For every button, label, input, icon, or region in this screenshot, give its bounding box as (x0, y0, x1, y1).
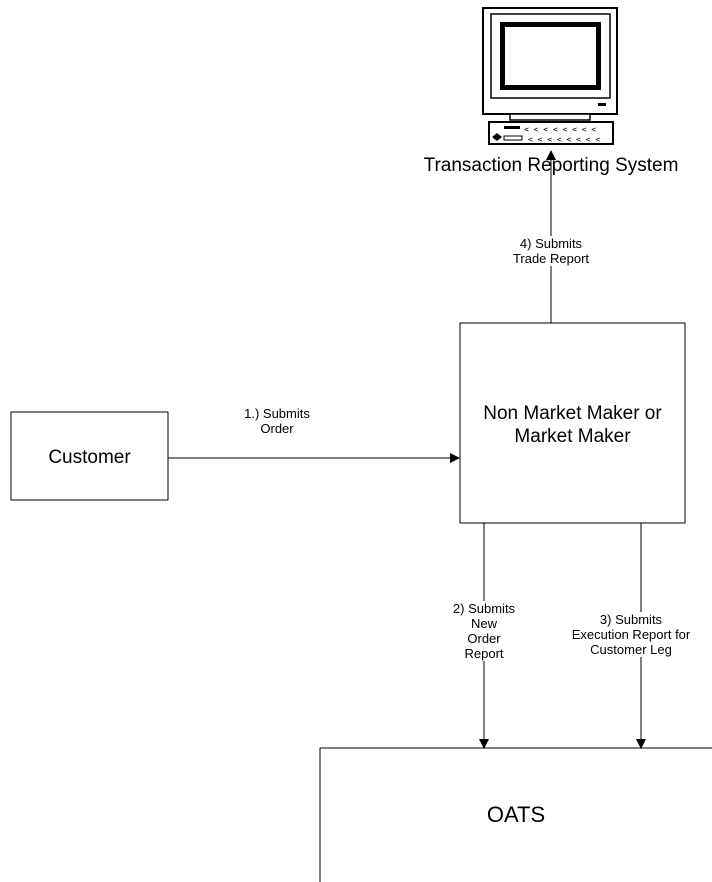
market-maker-label: Non Market Maker or Market Maker (460, 402, 685, 448)
svg-text:< < < < < < < <: < < < < < < < < (524, 125, 596, 134)
customer-label: Customer (48, 447, 131, 468)
edge-3-label-line-3: Customer Leg (590, 642, 672, 657)
edge-2-label-line-3: Order (467, 631, 501, 646)
market-maker-label-line-2: Market Maker (514, 426, 631, 447)
edge-2-label-line-2: New (470, 616, 497, 631)
customer-box (10, 411, 169, 501)
edge-1-label: 1.) Submits Order (232, 406, 322, 436)
edge-1-label-line-1: 1.) Submits (244, 406, 310, 421)
svg-text:< < < < < < < <: < < < < < < < < (528, 135, 600, 144)
trs-label: Transaction Reporting System (423, 155, 679, 176)
edge-3-label-line-1: 3) Submits (599, 612, 663, 627)
oats-box (319, 747, 712, 882)
edge-1-label-line-2: Order (260, 421, 294, 436)
computer-icon: < < < < < < < < < < < < < < < < (482, 7, 618, 145)
edge-2-label-line-4: Report (464, 646, 504, 661)
edge-4-label: 4) Submits Trade Report (486, 236, 616, 266)
edge-2-label-line-1: 2) Submits (452, 601, 516, 616)
oats-label: OATS (486, 802, 546, 827)
edge-3-label-line-2: Execution Report for (571, 627, 691, 642)
edge-4-label-line-1: 4) Submits (519, 236, 583, 251)
market-maker-box (459, 322, 686, 524)
edge-2-label: 2) Submits New Order Report (439, 601, 529, 661)
market-maker-label-line-1: Non Market Maker or (483, 403, 662, 424)
edge-4-label-line-2: Trade Report (512, 251, 590, 266)
edge-3-label: 3) Submits Execution Report for Customer… (566, 612, 696, 657)
